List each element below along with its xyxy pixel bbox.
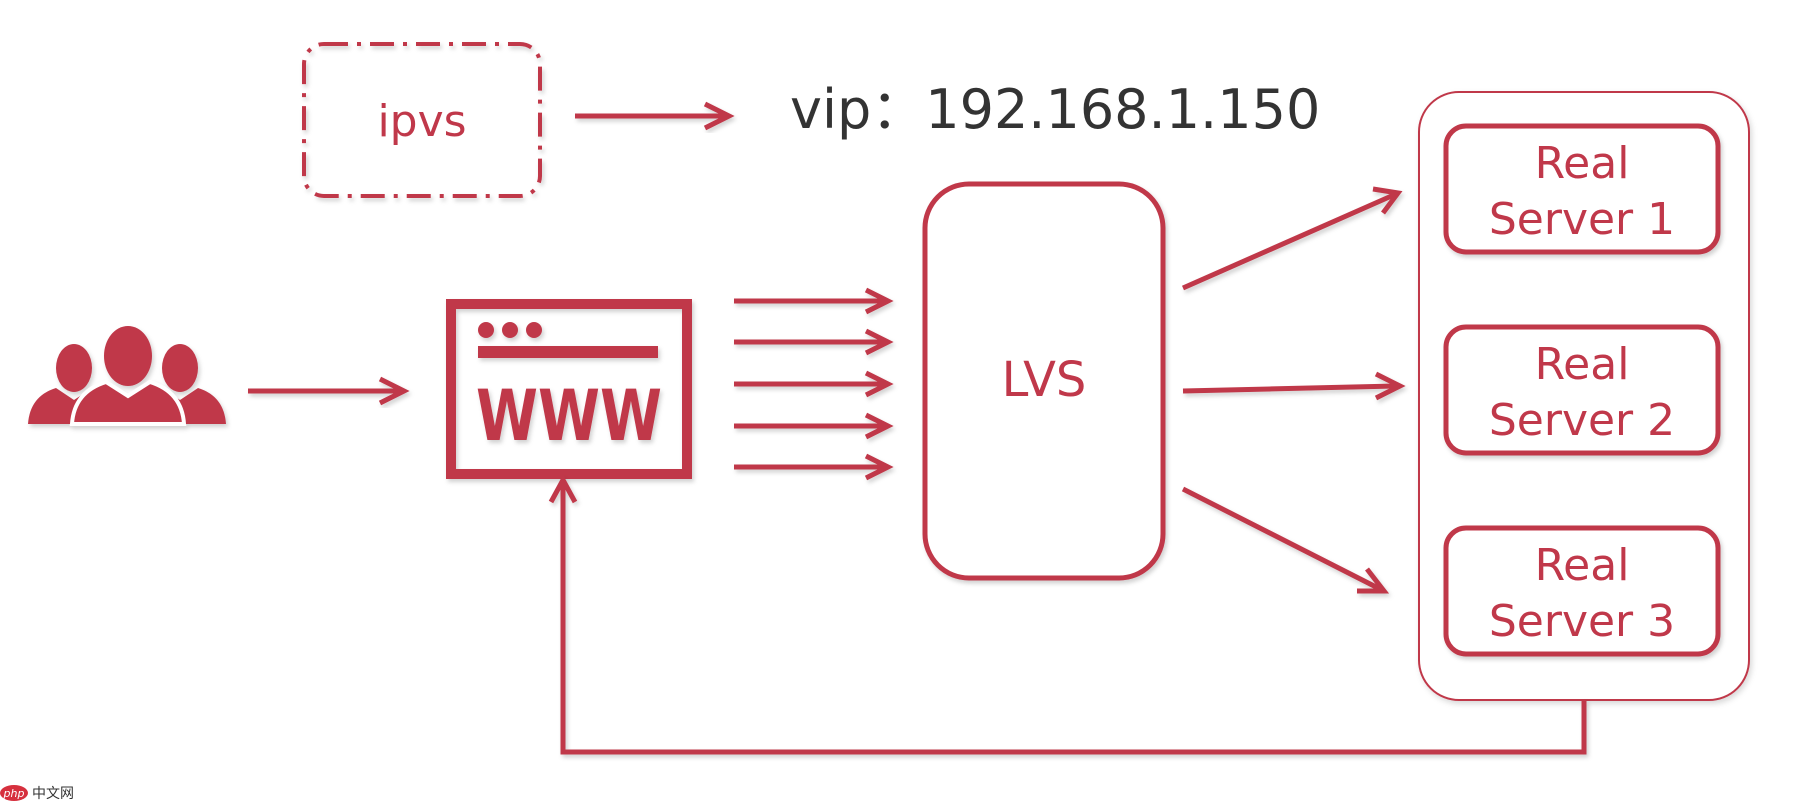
server-2-line2: Server 2 xyxy=(1489,395,1675,446)
www-label: WWW xyxy=(476,375,662,457)
lvs-to-server-2-arrow xyxy=(1182,371,1406,401)
server-2-line1: Real xyxy=(1535,339,1630,390)
lvs-label: LVS xyxy=(1002,352,1087,408)
lvs-node: LVS xyxy=(922,181,1166,581)
server-3-line2: Server 3 xyxy=(1489,596,1675,647)
request-arrow-3 xyxy=(734,370,894,398)
lvs-to-server-1-arrow xyxy=(1181,186,1403,291)
users-to-www-arrow xyxy=(248,376,410,406)
watermark-logo: php xyxy=(3,787,25,800)
real-server-1: Real Server 1 xyxy=(1443,123,1721,255)
ipvs-label: ipvs xyxy=(377,96,466,147)
watermark-text: 中文网 xyxy=(32,786,74,801)
real-server-2: Real Server 2 xyxy=(1443,324,1721,456)
browser-window-icon: WWW xyxy=(446,299,692,479)
lvs-to-servers-arrows xyxy=(1181,186,1406,594)
server-1-line2: Server 1 xyxy=(1489,194,1675,245)
ipvs-to-vip-arrow xyxy=(575,101,735,131)
server-1-line1: Real xyxy=(1535,138,1630,189)
real-server-group: Real Server 1 Real Server 2 Real Server … xyxy=(1418,91,1750,701)
lvs-to-server-3-arrow xyxy=(1181,486,1390,594)
server-3-line1: Real xyxy=(1535,540,1630,591)
request-arrow-1 xyxy=(734,287,894,315)
real-server-3: Real Server 3 xyxy=(1443,525,1721,657)
response-return-arrow xyxy=(548,474,1587,755)
users-group-icon xyxy=(28,326,226,426)
php-watermark: php 中文网 xyxy=(0,785,74,801)
www-to-lvs-arrows xyxy=(734,287,894,481)
vip-address: vip：192.168.1.150 xyxy=(790,78,1320,141)
ipvs-box: ipvs xyxy=(302,42,542,198)
request-arrow-2 xyxy=(734,328,894,356)
request-arrow-5 xyxy=(734,453,894,481)
request-arrow-4 xyxy=(734,412,894,440)
